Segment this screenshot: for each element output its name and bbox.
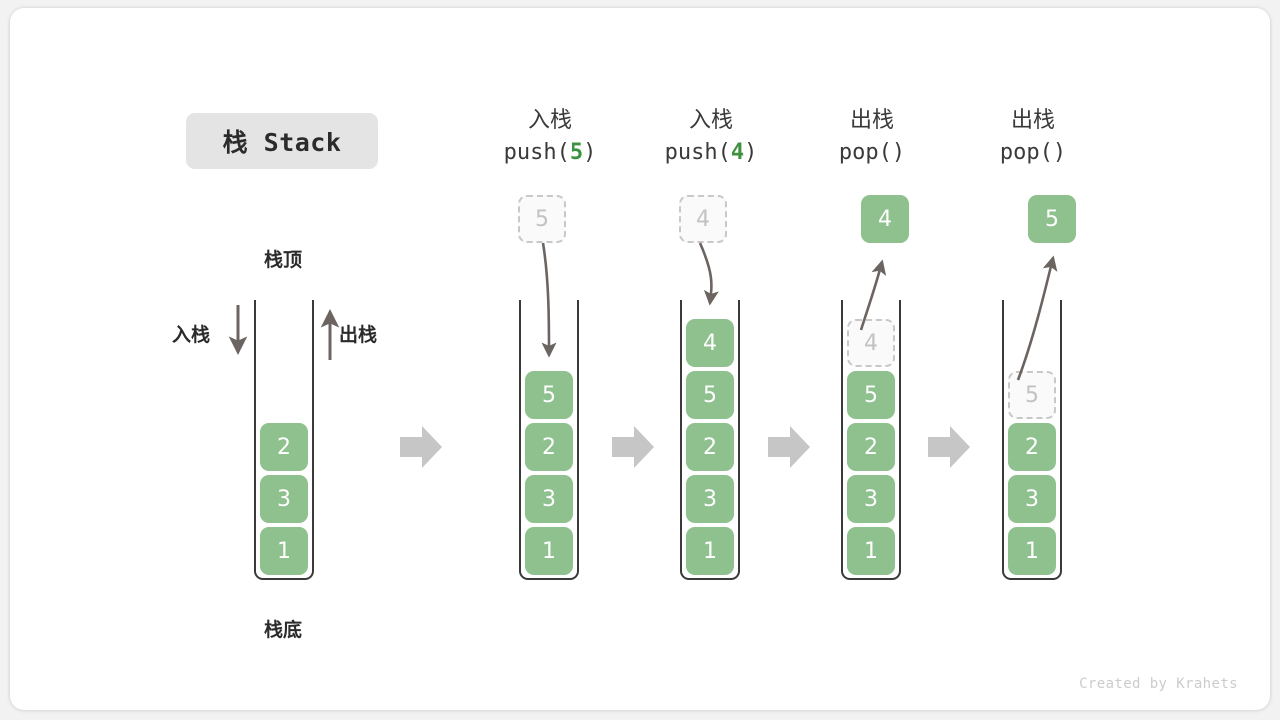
title-badge: 栈 Stack	[186, 113, 378, 169]
column-header-cn: 入栈	[688, 108, 733, 133]
ghost-cell-removed: 4	[847, 319, 895, 367]
pop-direction-label: 出栈	[339, 324, 378, 346]
column-header-push-5: 入栈 push(5)	[460, 105, 640, 169]
stack-cell: 3	[686, 475, 734, 523]
column-header-code: pop()	[838, 139, 906, 165]
stack-cell: 2	[686, 423, 734, 471]
column-header-push-4: 入栈 push(4)	[621, 105, 801, 169]
column-header-cn: 入栈	[527, 108, 572, 133]
column-header-cn: 出栈	[849, 108, 894, 133]
stack-cell: 2	[1008, 423, 1056, 471]
stack-container-pop-4	[841, 300, 901, 580]
stack-bottom-label: 栈底	[263, 619, 302, 641]
stack-cell: 2	[260, 423, 308, 471]
ghost-cell-removed: 5	[1008, 371, 1056, 419]
stack-cell: 2	[525, 423, 573, 471]
column-header-code: pop()	[999, 139, 1067, 165]
stack-top-label: 栈顶	[263, 249, 302, 271]
stack-container-initial	[254, 300, 314, 580]
push-direction-label: 入栈	[172, 324, 211, 346]
stack-container-push-4	[680, 300, 740, 580]
ghost-cell-incoming: 4	[679, 195, 727, 243]
stack-cell: 1	[260, 527, 308, 575]
column-header-code: push(4)	[664, 139, 758, 165]
stack-container-push-5	[519, 300, 579, 580]
stack-cell: 2	[847, 423, 895, 471]
ghost-cell-incoming: 5	[518, 195, 566, 243]
stack-cell: 1	[686, 527, 734, 575]
stack-cell: 5	[847, 371, 895, 419]
stack-cell: 4	[686, 319, 734, 367]
stack-container-pop-5	[1002, 300, 1062, 580]
column-header-pop-5: 出栈 pop()	[943, 105, 1123, 169]
stack-cell: 5	[686, 371, 734, 419]
popped-cell: 4	[861, 195, 909, 243]
stack-cell: 1	[847, 527, 895, 575]
stack-cell: 1	[525, 527, 573, 575]
credit-text: Created by Krahets	[1079, 676, 1238, 692]
popped-cell: 5	[1028, 195, 1076, 243]
column-header-pop-4: 出栈 pop()	[782, 105, 962, 169]
stack-cell: 3	[847, 475, 895, 523]
column-header-code: push(5)	[503, 139, 597, 165]
column-header-cn: 出栈	[1010, 108, 1055, 133]
stack-cell: 3	[525, 475, 573, 523]
stack-cell: 5	[525, 371, 573, 419]
stack-cell: 3	[1008, 475, 1056, 523]
stack-cell: 3	[260, 475, 308, 523]
stack-cell: 1	[1008, 527, 1056, 575]
